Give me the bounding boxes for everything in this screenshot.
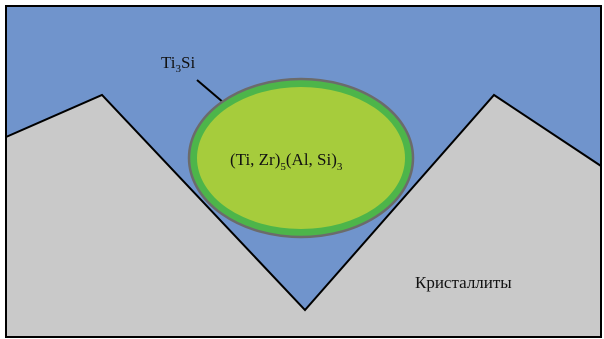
crystallites-label: Кристаллиты: [415, 273, 512, 292]
core-label: (Ti, Zr)5(Al, Si)3: [230, 150, 343, 173]
crystallite-boundary: [5, 93, 602, 312]
crystallite-region: [6, 95, 601, 337]
diagram-frame: [5, 5, 602, 338]
shell-label: Ti3Si: [161, 53, 195, 75]
shell-leader-line: [196, 79, 225, 104]
tizr-alsi-core: [197, 87, 405, 229]
